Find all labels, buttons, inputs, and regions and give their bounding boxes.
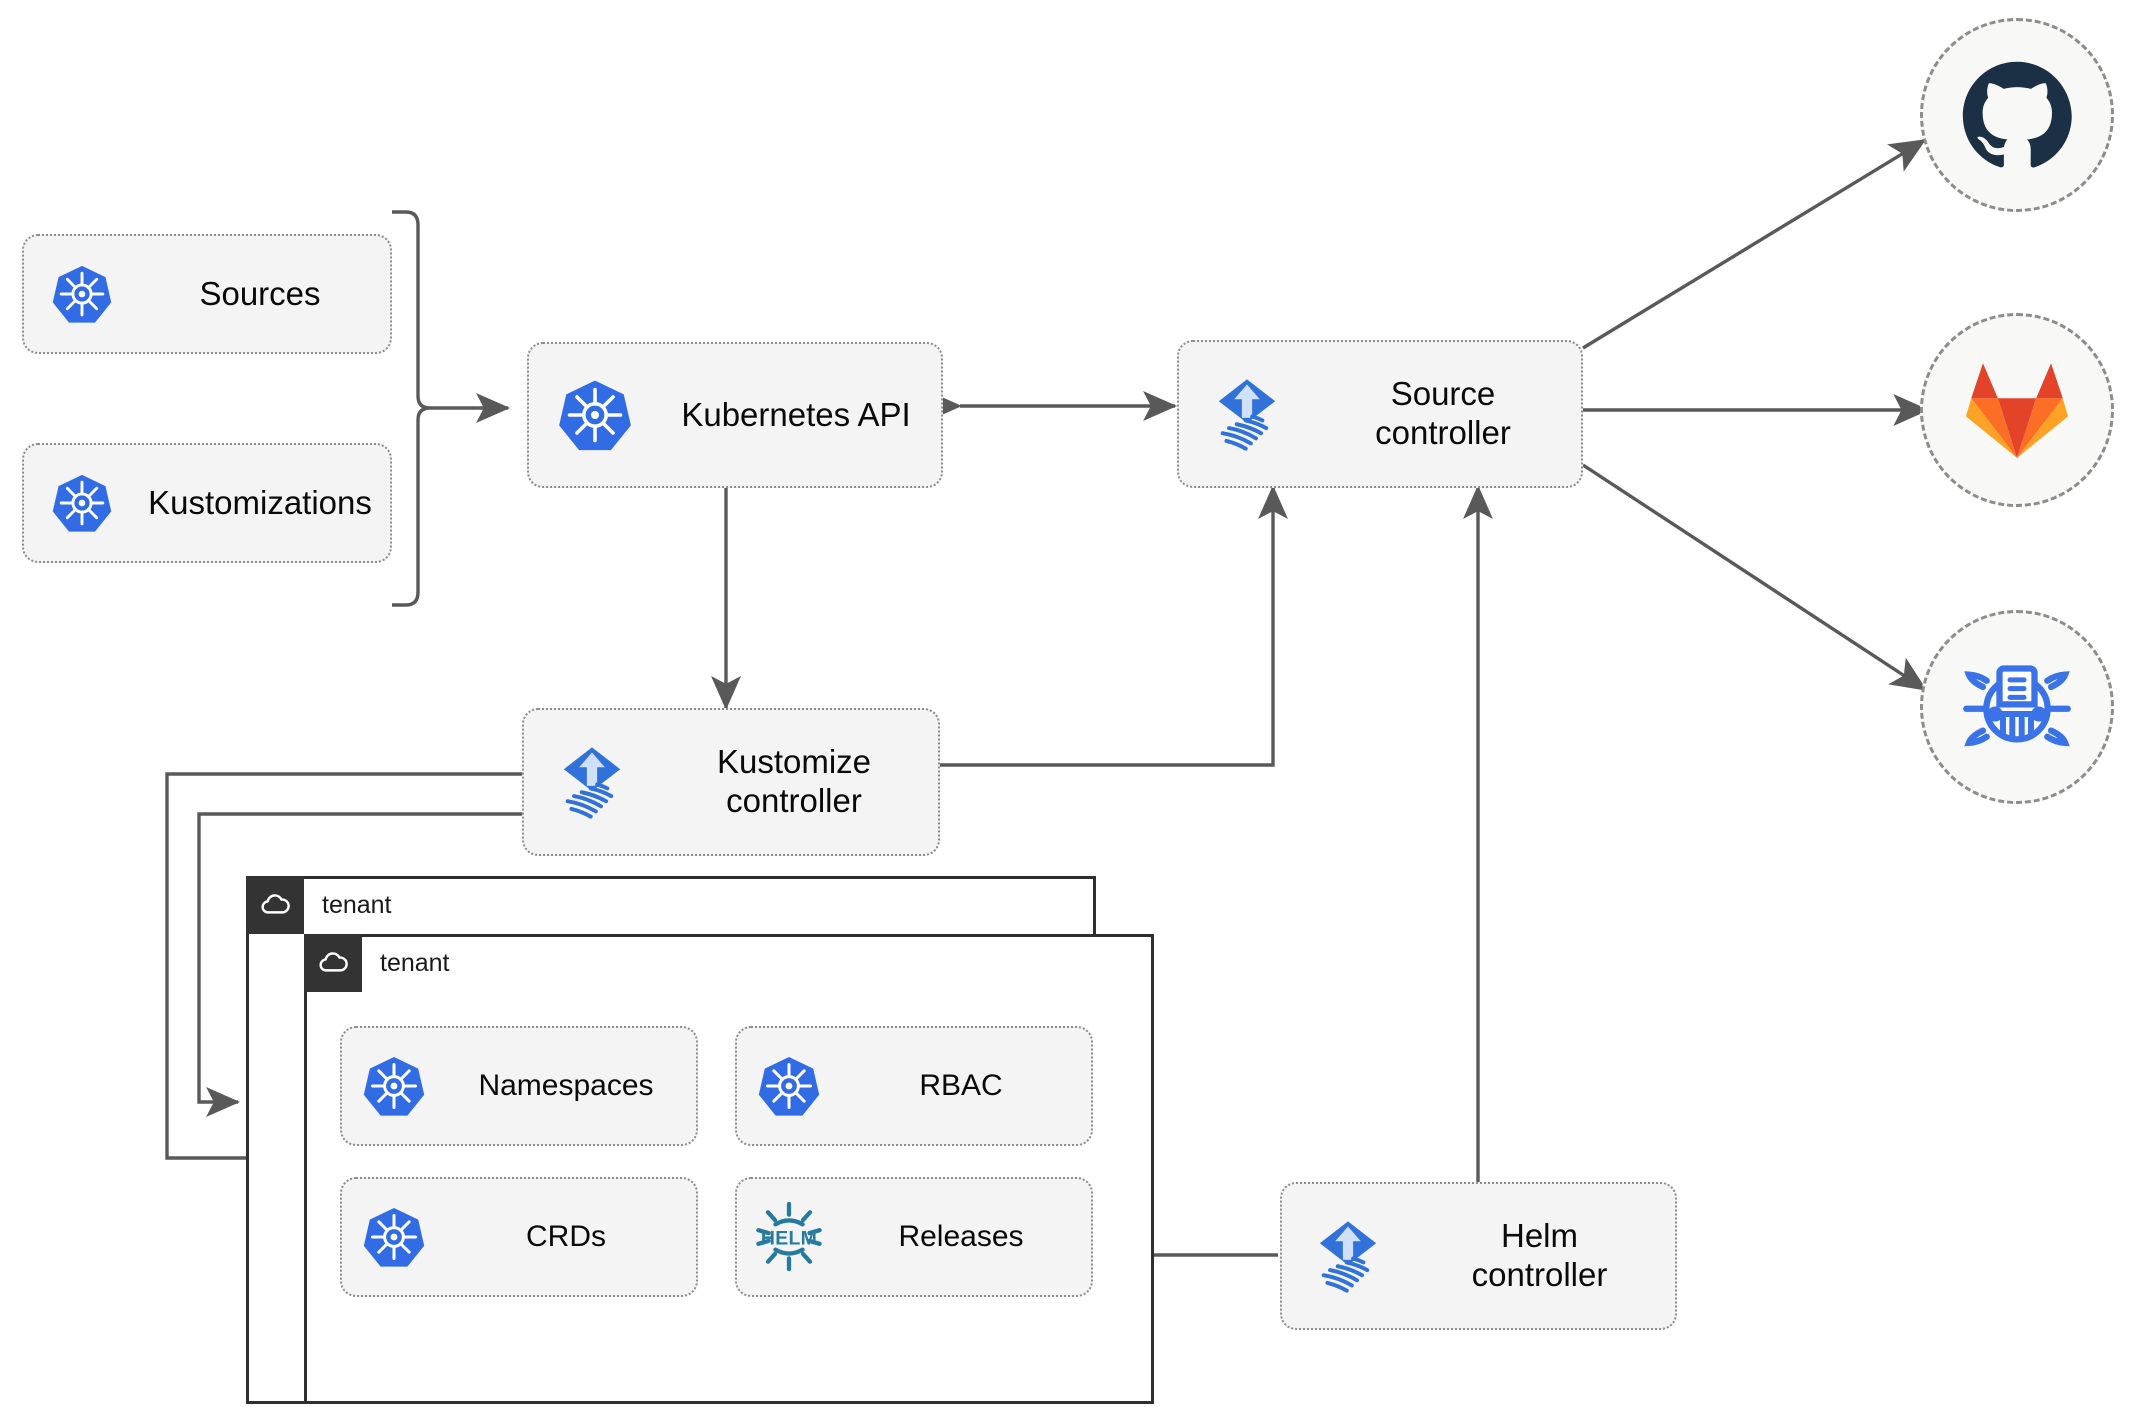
flux-icon	[1282, 1215, 1414, 1297]
edge-sources-bracket	[392, 210, 511, 607]
flux-icon	[1179, 373, 1315, 455]
kubernetes-icon	[737, 1054, 841, 1118]
gitlab-icon	[1965, 363, 2069, 458]
bucket-icon	[1963, 665, 2071, 747]
node-label: CRDs	[526, 1220, 606, 1254]
cloud-icon	[304, 934, 362, 992]
provider-gitlab[interactable]	[1920, 313, 2114, 507]
tenant-label: tenant	[380, 948, 450, 977]
kubernetes-icon	[24, 263, 140, 325]
node-rbac[interactable]: RBAC	[735, 1026, 1093, 1146]
node-label-line2: controller	[1375, 414, 1511, 451]
node-label: Namespaces	[478, 1069, 654, 1103]
provider-github[interactable]	[1920, 18, 2114, 212]
node-label: Kustomize controller	[660, 743, 938, 821]
edge-source-bucket	[1582, 463, 1928, 692]
node-releases[interactable]: HELM Releases	[735, 1177, 1093, 1297]
node-sources[interactable]: Sources	[22, 234, 392, 354]
node-kustomize-controller[interactable]: Kustomize controller	[522, 708, 940, 856]
node-label-line2: controller	[726, 782, 862, 819]
node-label: Kubernetes API	[681, 395, 911, 433]
node-label: Kustomizations	[148, 483, 372, 521]
node-label-line1: Source	[1390, 375, 1496, 413]
kubernetes-icon	[24, 472, 140, 534]
node-kustomizations[interactable]: Kustomizations	[22, 443, 392, 563]
node-kubernetes-api[interactable]: Kubernetes API	[527, 342, 943, 488]
github-icon	[1962, 61, 2072, 168]
svg-text:HELM: HELM	[761, 1227, 817, 1249]
tenant-label: tenant	[322, 890, 392, 919]
node-helm-controller[interactable]: Helm controller	[1280, 1182, 1677, 1330]
kubernetes-icon	[529, 377, 661, 453]
helm-icon: HELM	[737, 1202, 841, 1272]
node-namespaces[interactable]: Namespaces	[340, 1026, 698, 1146]
flux-icon	[524, 741, 660, 823]
tenant-header-outer: tenant	[246, 876, 392, 934]
node-source-controller[interactable]: Source controller	[1177, 340, 1583, 488]
kubernetes-icon	[342, 1054, 446, 1118]
node-label-line1: Kustomize	[716, 743, 872, 781]
edge-kustomize-source	[940, 484, 1288, 767]
edge-source-github	[1582, 138, 1927, 350]
node-label-line1: Helm	[1500, 1217, 1578, 1255]
node-crds[interactable]: CRDs	[340, 1177, 698, 1297]
tenant-header-inner: tenant	[304, 934, 450, 992]
node-label-line2: controller	[1471, 1256, 1608, 1293]
node-label: Helm controller	[1414, 1217, 1675, 1295]
node-label: Releases	[898, 1220, 1024, 1254]
cloud-icon	[246, 876, 304, 934]
tenant-container-inner: tenant	[304, 934, 1154, 1404]
node-label: RBAC	[919, 1069, 1003, 1103]
node-label: Source controller	[1315, 375, 1581, 453]
node-label: Sources	[199, 274, 321, 312]
provider-bucket[interactable]	[1920, 610, 2114, 804]
kubernetes-icon	[342, 1205, 446, 1269]
